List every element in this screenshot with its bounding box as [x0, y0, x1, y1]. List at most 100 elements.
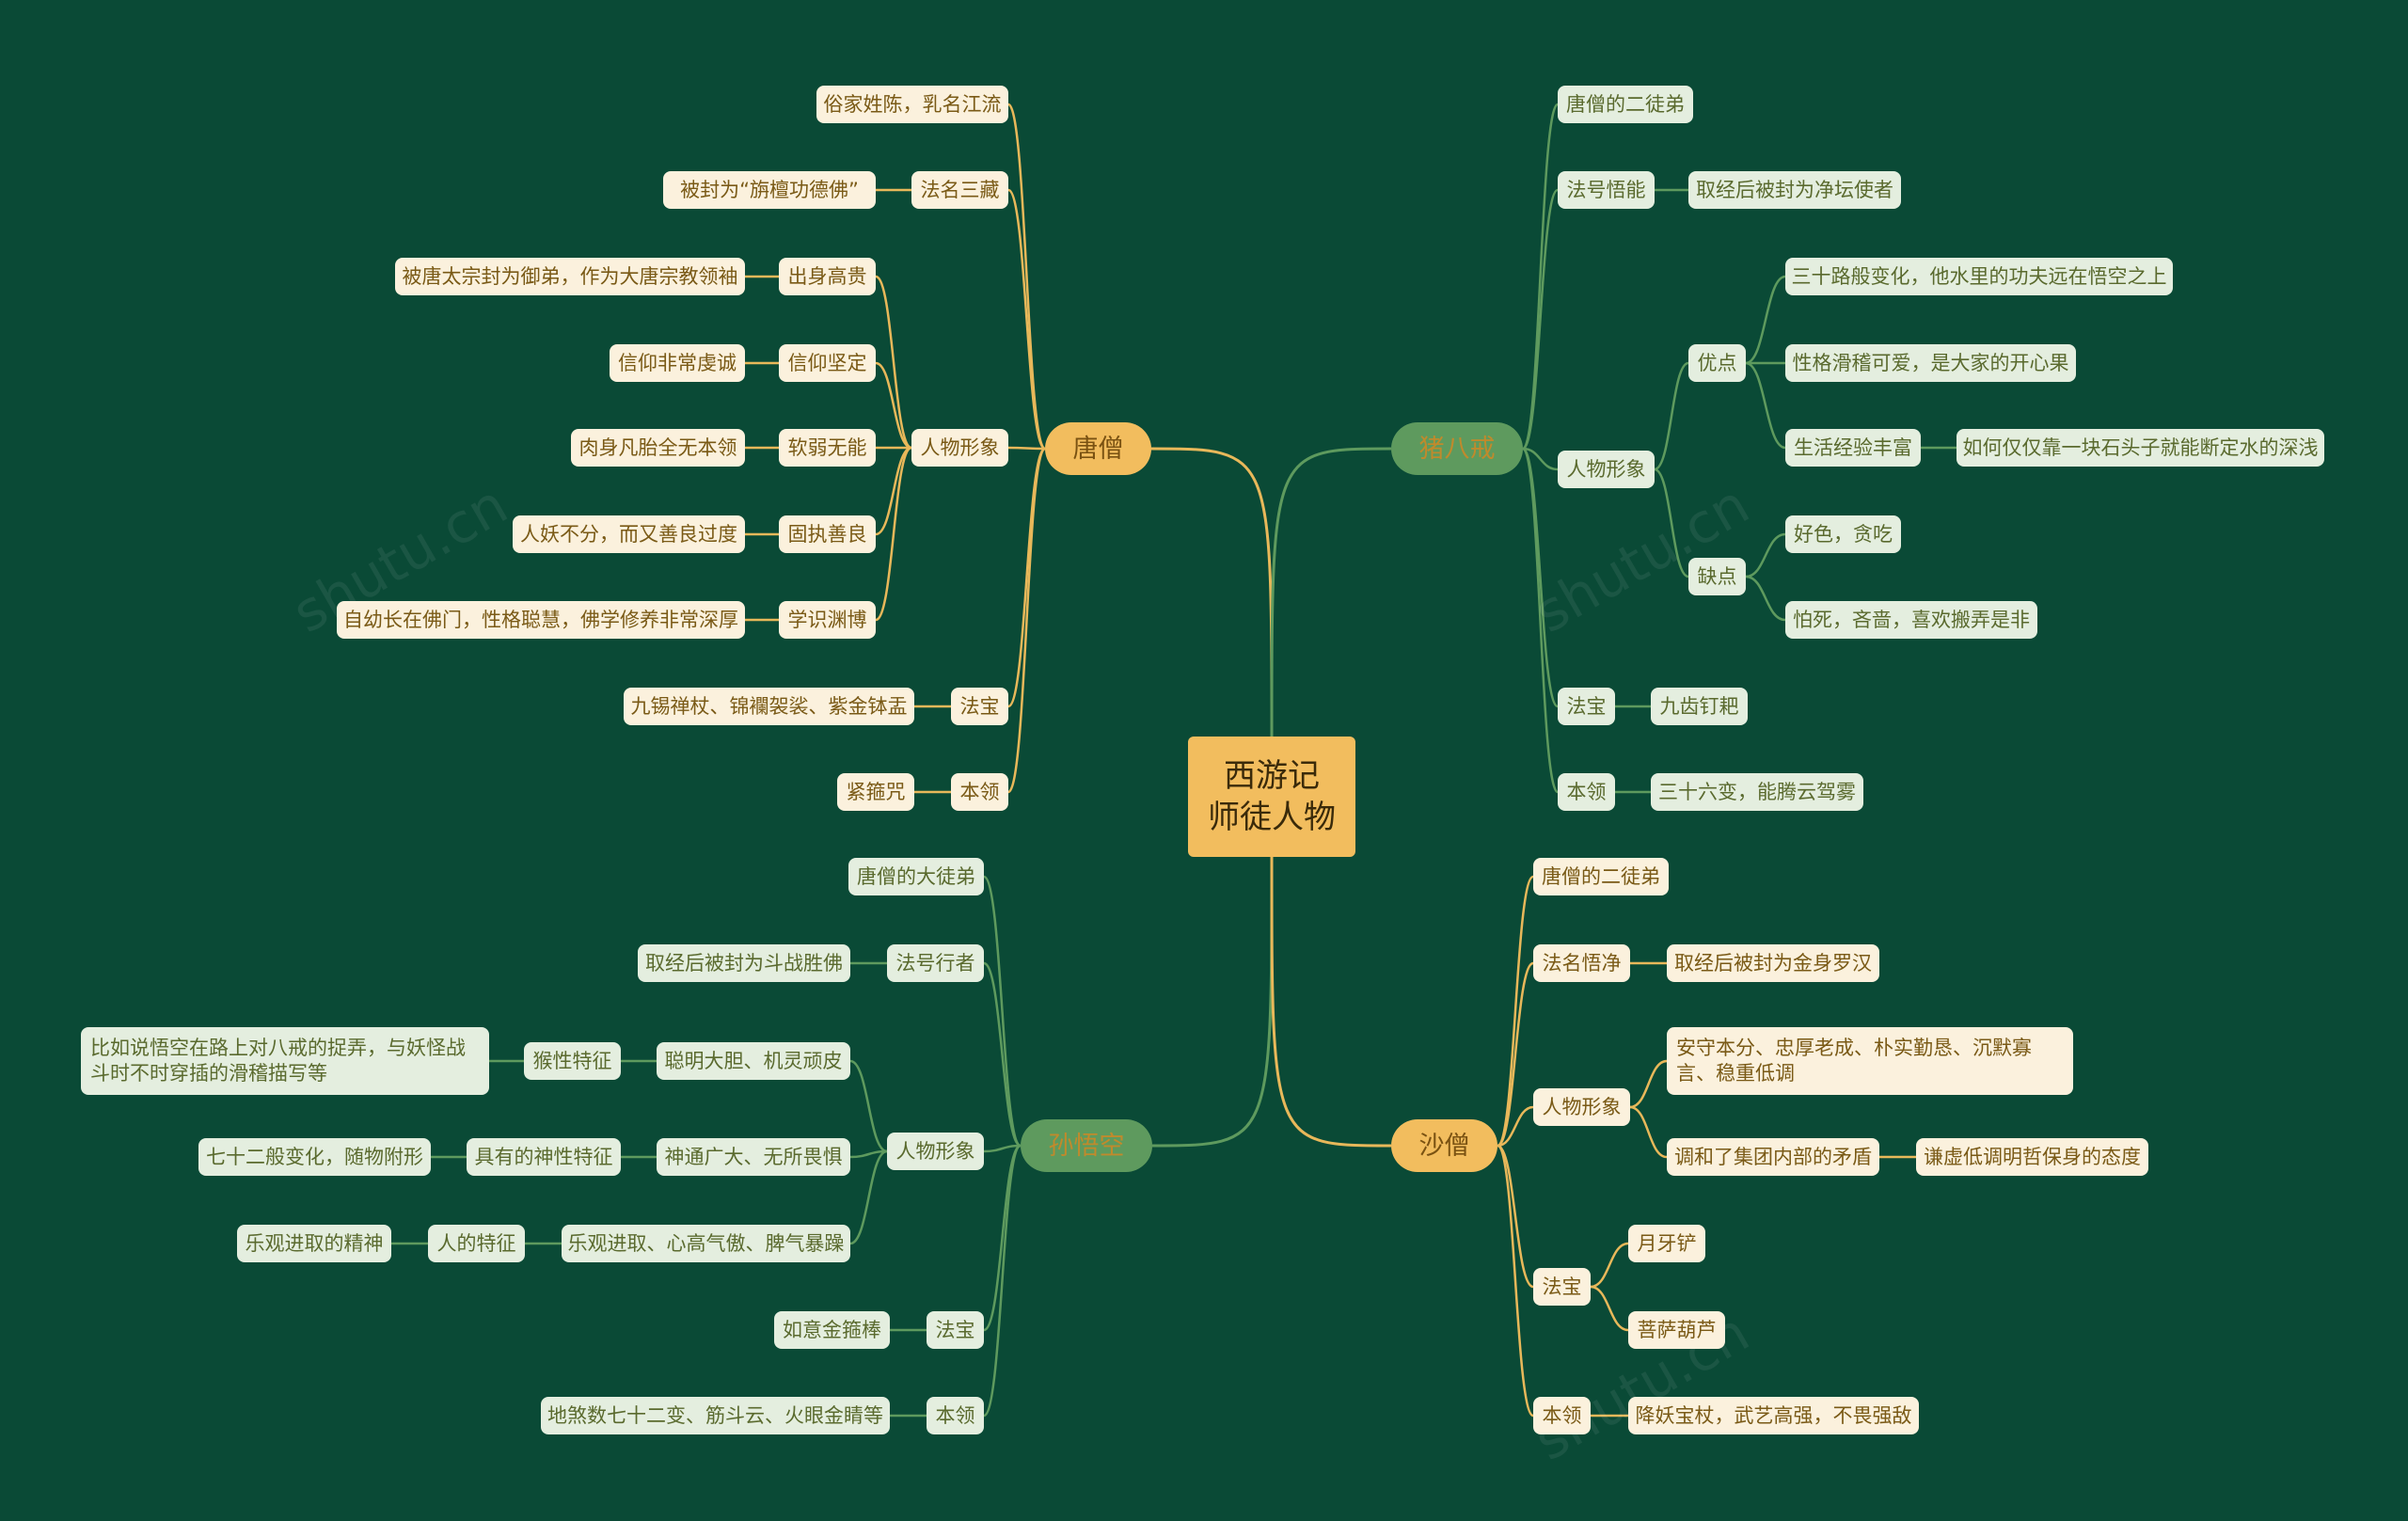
connector-line — [1654, 361, 1689, 471]
tang-skill-detail[interactable]: 紧箍咒 — [837, 773, 914, 811]
tang-trait-2-detail[interactable]: 信仰非常虔诚 — [610, 344, 745, 382]
connector-line — [875, 446, 912, 622]
root-line-1: 西游记 — [1224, 757, 1320, 795]
sha-skill-detail[interactable]: 降妖宝杖，武艺高强，不畏强敌 — [1628, 1397, 1919, 1434]
tang-skill[interactable]: 本领 — [951, 773, 1008, 811]
connector-line — [875, 361, 912, 450]
sun-trait-2-kind[interactable]: 具有的神性特征 — [467, 1138, 621, 1176]
sun-trait-2-example[interactable]: 七十二般变化，随物附形 — [198, 1138, 431, 1176]
connector-line — [1006, 447, 1047, 794]
branch-sun[interactable]: 孙悟空 — [1021, 1119, 1152, 1172]
zhu-treasure-detail[interactable]: 九齿钉耙 — [1651, 688, 1748, 725]
tang-trait-3[interactable]: 软弱无能 — [779, 429, 876, 467]
connector-line — [1590, 1242, 1629, 1289]
connector-line — [849, 1059, 888, 1153]
sha-treasure-1[interactable]: 月牙铲 — [1628, 1225, 1705, 1262]
sha-treasure[interactable]: 法宝 — [1533, 1268, 1591, 1306]
connector-line — [1150, 447, 1274, 737]
connector-line — [1151, 856, 1274, 1148]
zhu-dharma-name[interactable]: 法号悟能 — [1558, 171, 1655, 209]
tang-dharma-name[interactable]: 法名三藏 — [911, 171, 1008, 209]
sun-skill[interactable]: 本领 — [927, 1397, 984, 1434]
connector-line — [1006, 103, 1047, 451]
sun-trait-1-kind[interactable]: 猴性特征 — [524, 1042, 621, 1080]
connector-line — [1497, 1144, 1534, 1289]
connector-line — [1007, 446, 1046, 451]
root-line-2: 师徒人物 — [1208, 799, 1336, 836]
sha-dharma-name[interactable]: 法名悟净 — [1533, 944, 1630, 982]
tang-title[interactable]: 被封为“旃檀功德佛” — [663, 171, 876, 209]
branch-sha[interactable]: 沙僧 — [1391, 1119, 1497, 1172]
connector-line — [982, 1144, 1022, 1418]
zhu-merit-3-detail[interactable]: 如何仅仅靠一块石头子就能断定水的深浅 — [1956, 429, 2324, 467]
zhu-merit-3[interactable]: 生活经验丰富 — [1785, 429, 1921, 467]
connector-line — [1629, 1105, 1668, 1159]
sun-trait-3-kind[interactable]: 人的特征 — [428, 1225, 525, 1262]
connector-line — [1745, 575, 1786, 622]
zhu-merit-1[interactable]: 三十路般变化，他水里的功夫远在悟空之上 — [1785, 258, 2173, 295]
connector-line — [875, 446, 912, 536]
connector-line — [1521, 447, 1560, 794]
root-topic[interactable]: 西游记 师徒人物 — [1188, 737, 1355, 857]
connector-line — [1654, 467, 1689, 578]
zhu-rank[interactable]: 唐僧的二徒弟 — [1558, 86, 1693, 123]
sun-title[interactable]: 取经后被封为斗战胜佛 — [638, 944, 850, 982]
tang-origin[interactable]: 俗家姓陈，乳名江流 — [816, 86, 1008, 123]
tang-trait-5[interactable]: 学识渊博 — [779, 601, 876, 639]
sha-title[interactable]: 取经后被封为金身罗汉 — [1667, 944, 1879, 982]
tang-trait-2[interactable]: 信仰坚定 — [779, 344, 876, 382]
connector-line — [1745, 532, 1786, 578]
sha-trait-1[interactable]: 安守本分、忠厚老成、朴实勤恳、沉默寡言、稳重低调 — [1667, 1027, 2073, 1095]
sun-trait-1[interactable]: 聪明大胆、机灵顽皮 — [657, 1042, 850, 1080]
connector-line — [1496, 875, 1535, 1148]
zhu-flaw-1[interactable]: 好色，贪吃 — [1785, 515, 1901, 553]
tang-trait-1-detail[interactable]: 被唐太宗封为御弟，作为大唐宗教领袖 — [395, 258, 745, 295]
connector-line — [1497, 961, 1534, 1148]
sun-treasure-detail[interactable]: 如意金箍棒 — [774, 1311, 890, 1349]
zhu-merit-2[interactable]: 性格滑稽可爱，是大家的开心果 — [1785, 344, 2076, 382]
sun-rank[interactable]: 唐僧的大徒弟 — [848, 858, 984, 895]
sun-trait-2[interactable]: 神通广大、无所畏惧 — [657, 1138, 850, 1176]
sha-rank[interactable]: 唐僧的二徒弟 — [1533, 858, 1669, 895]
sun-treasure[interactable]: 法宝 — [927, 1311, 984, 1349]
sun-trait-1-example[interactable]: 比如说悟空在路上对八戒的捉弄，与妖怪战斗时不时穿插的滑稽描写等 — [81, 1027, 489, 1095]
sha-trait-2-detail[interactable]: 谦虚低调明哲保身的态度 — [1916, 1138, 2148, 1176]
connector-line — [983, 961, 1022, 1148]
connector-line — [1497, 1105, 1534, 1148]
tang-trait-5-detail[interactable]: 自幼长在佛门，性格聪慧，佛学修养非常深厚 — [337, 601, 745, 639]
connector-line — [982, 875, 1022, 1148]
tang-trait-1[interactable]: 出身高贵 — [779, 258, 876, 295]
zhu-flaw-2[interactable]: 怕死，吝啬，喜欢搬弄是非 — [1785, 601, 2037, 639]
tang-trait-3-detail[interactable]: 肉身凡胎全无本领 — [571, 429, 745, 467]
sha-skill[interactable]: 本领 — [1533, 1397, 1591, 1434]
zhu-skill[interactable]: 本领 — [1558, 773, 1615, 811]
connector-line — [1590, 1285, 1629, 1332]
connector-line — [849, 1149, 888, 1245]
zhu-image[interactable]: 人物形象 — [1558, 451, 1655, 488]
tang-trait-4-detail[interactable]: 人妖不分，而又善良过度 — [513, 515, 745, 553]
sun-image[interactable]: 人物形象 — [887, 1133, 984, 1170]
tang-treasure-detail[interactable]: 九锡禅杖、锦襴袈裟、紫金钵盂 — [624, 688, 914, 725]
zhu-title[interactable]: 取经后被封为净坛使者 — [1688, 171, 1901, 209]
branch-tang[interactable]: 唐僧 — [1045, 422, 1151, 475]
tang-trait-4[interactable]: 固执善良 — [779, 515, 876, 553]
tang-image[interactable]: 人物形象 — [911, 429, 1008, 467]
zhu-merits[interactable]: 优点 — [1688, 344, 1746, 382]
sun-dharma-name[interactable]: 法号行者 — [887, 944, 984, 982]
connector-line — [875, 275, 912, 450]
connector-line — [1522, 447, 1559, 471]
sha-image[interactable]: 人物形象 — [1533, 1088, 1630, 1126]
sun-skill-detail[interactable]: 地煞数七十二变、筋斗云、火眼金睛等 — [541, 1397, 890, 1434]
branch-zhu[interactable]: 猪八戒 — [1391, 422, 1523, 475]
connector-line — [1745, 361, 1786, 450]
connector-line — [1521, 188, 1560, 451]
sha-trait-2[interactable]: 调和了集团内部的矛盾 — [1667, 1138, 1879, 1176]
zhu-flaws[interactable]: 缺点 — [1688, 558, 1746, 595]
zhu-skill-detail[interactable]: 三十六变，能腾云驾雾 — [1651, 773, 1863, 811]
connector-line — [1006, 447, 1047, 708]
sun-trait-3[interactable]: 乐观进取、心高气傲、脾气暴躁 — [562, 1225, 850, 1262]
sun-trait-3-example[interactable]: 乐观进取的精神 — [237, 1225, 391, 1262]
zhu-treasure[interactable]: 法宝 — [1558, 688, 1615, 725]
sha-treasure-2[interactable]: 菩萨葫芦 — [1628, 1311, 1725, 1349]
tang-treasure[interactable]: 法宝 — [951, 688, 1008, 725]
